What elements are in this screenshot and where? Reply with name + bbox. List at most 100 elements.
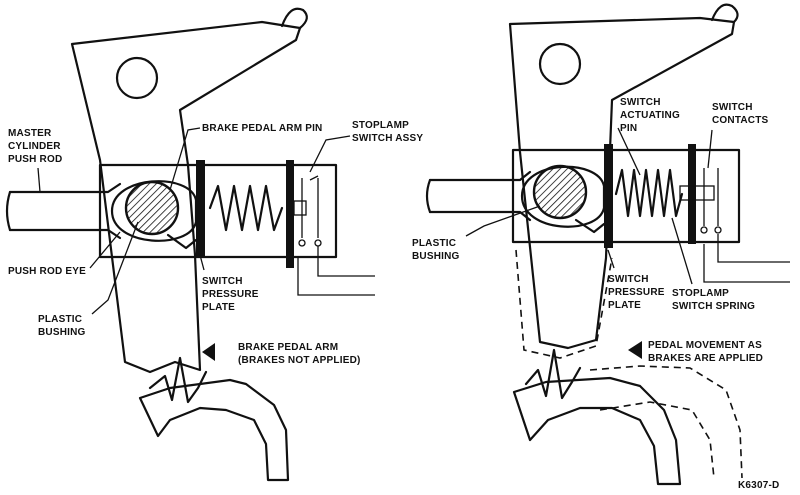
svg-text:PIN: PIN <box>620 123 637 134</box>
label-push-rod-eye: PUSH ROD EYE <box>8 266 86 277</box>
left-actuating-pin <box>293 200 307 216</box>
label-pedal-arm-l1: BRAKE PEDAL ARM <box>238 342 338 353</box>
right-push-rod <box>428 170 532 222</box>
svg-text:SWITCH: SWITCH <box>202 276 243 287</box>
label-stoplamp-assy-l2: SWITCH ASSY <box>352 133 423 144</box>
svg-text:SWITCH: SWITCH <box>608 274 649 285</box>
svg-text:PLATE: PLATE <box>202 302 235 313</box>
left-switch-contacts <box>301 178 319 238</box>
right-break-mark <box>524 348 582 400</box>
svg-text:SWITCH SPRING: SWITCH SPRING <box>672 301 755 312</box>
left-pedal-arm-pin <box>124 180 180 236</box>
label-switch-spring-l1: STOPLAMP <box>672 288 729 299</box>
svg-text:PLASTIC: PLASTIC <box>38 314 82 325</box>
right-switch-spring <box>614 168 684 218</box>
label-master-cylinder-l3: PUSH ROD <box>8 154 62 165</box>
right-pressure-plate <box>604 144 613 248</box>
leader-switch-contacts <box>707 129 713 169</box>
right-push-rod-end <box>425 178 432 214</box>
right-pedal-moved-outline <box>515 249 613 359</box>
label-actuating-pin-l2: ACTUATING <box>620 110 680 121</box>
left-bracket-tab <box>280 7 308 30</box>
label-switch-spring-l2: SWITCH SPRING <box>672 301 755 312</box>
svg-text:(BRAKES NOT APPLIED): (BRAKES NOT APPLIED) <box>238 355 361 366</box>
svg-text:K6307-D: K6307-D <box>738 480 779 491</box>
left-eye-notch <box>166 233 198 250</box>
label-pressure-plate-l1: SWITCH <box>202 276 243 287</box>
leader-push-rod-eye <box>89 231 121 269</box>
label-master-cylinder-l2: CYLINDER <box>8 141 61 152</box>
label-pressure-plate-l2: PRESSURE <box>202 289 259 300</box>
right-eye-notch <box>574 218 606 234</box>
label-plastic-bushing-l1: PLASTIC <box>38 314 82 325</box>
label-plastic-bushing-l2: BUSHING <box>38 327 86 338</box>
svg-text:BUSHING: BUSHING <box>412 251 460 262</box>
right-pivot-hole <box>538 42 582 86</box>
left-pivot-hole <box>115 56 159 100</box>
left-pressure-plate <box>196 160 205 258</box>
label-pressure-plate-l3: PLATE <box>202 302 235 313</box>
left-panel-labels: MASTER CYLINDER PUSH ROD BRAKE PEDAL ARM… <box>8 120 423 366</box>
label-pedal-movement-l2: BRAKES ARE APPLIED <box>648 353 763 364</box>
leader-actuating-pin <box>617 127 641 176</box>
right-switch-wiring <box>703 234 790 283</box>
leader-right-pressure-plate <box>607 249 615 269</box>
svg-text:BUSHING: BUSHING <box>38 327 86 338</box>
left-arrow-icon <box>202 343 215 361</box>
leader-stoplamp-assy <box>309 135 351 173</box>
svg-text:PUSH ROD: PUSH ROD <box>8 154 62 165</box>
leader-pedal-arm-pin <box>169 127 201 191</box>
right-contact-plate <box>688 144 696 244</box>
right-actuating-pin <box>679 185 715 201</box>
left-break-mark <box>148 356 208 404</box>
svg-text:BRAKE PEDAL ARM PIN: BRAKE PEDAL ARM PIN <box>202 123 322 134</box>
label-right-plastic-bushing-l1: PLASTIC <box>412 238 456 249</box>
label-stoplamp-assy-l1: STOPLAMP <box>352 120 409 131</box>
svg-text:PRESSURE: PRESSURE <box>608 287 665 298</box>
svg-text:SWITCH: SWITCH <box>620 97 661 108</box>
left-pedal-arm-lower <box>138 378 290 482</box>
right-pedal-arm-lower <box>512 376 682 486</box>
svg-text:PUSH ROD EYE: PUSH ROD EYE <box>8 266 86 277</box>
label-master-cylinder-l1: MASTER <box>8 128 52 139</box>
leader-pressure-plate <box>199 254 205 271</box>
svg-text:ACTUATING: ACTUATING <box>620 110 680 121</box>
label-right-plastic-bushing-l2: BUSHING <box>412 251 460 262</box>
right-arrow-icon <box>628 341 642 359</box>
left-switch-spring <box>208 184 284 232</box>
right-bracket-tab <box>710 3 739 24</box>
left-push-rod-end <box>5 190 12 232</box>
svg-text:PLATE: PLATE <box>608 300 641 311</box>
label-pedal-arm-pin: BRAKE PEDAL ARM PIN <box>202 123 322 134</box>
svg-text:MASTER: MASTER <box>8 128 52 139</box>
label-actuating-pin-l3: PIN <box>620 123 637 134</box>
label-right-pressure-plate-l2: PRESSURE <box>608 287 665 298</box>
svg-text:STOPLAMP: STOPLAMP <box>672 288 729 299</box>
label-right-pressure-plate-l1: SWITCH <box>608 274 649 285</box>
right-switch-contacts <box>703 168 719 226</box>
left-contact-plate <box>286 160 294 268</box>
left-push-rod <box>8 182 122 240</box>
svg-text:SWITCH ASSY: SWITCH ASSY <box>352 133 423 144</box>
leader-switch-spring <box>671 217 693 285</box>
svg-text:SWITCH: SWITCH <box>712 102 753 113</box>
svg-text:STOPLAMP: STOPLAMP <box>352 120 409 131</box>
svg-text:BRAKE PEDAL ARM: BRAKE PEDAL ARM <box>238 342 338 353</box>
svg-text:PLASTIC: PLASTIC <box>412 238 456 249</box>
right-panel-illustration <box>425 3 790 486</box>
label-switch-contacts-l1: SWITCH <box>712 102 753 113</box>
label-switch-contacts-l2: CONTACTS <box>712 115 769 126</box>
label-actuating-pin-l1: SWITCH <box>620 97 661 108</box>
label-right-pressure-plate-l3: PLATE <box>608 300 641 311</box>
left-switch-housing <box>98 163 338 259</box>
svg-text:PRESSURE: PRESSURE <box>202 289 259 300</box>
svg-text:BRAKES ARE APPLIED: BRAKES ARE APPLIED <box>648 353 763 364</box>
leader-plastic-bushing <box>91 221 139 315</box>
left-panel-illustration <box>5 7 375 482</box>
left-pedal-bracket <box>70 20 302 374</box>
leader-master-cylinder <box>37 167 41 193</box>
figure-code: K6307-D <box>738 480 779 491</box>
right-pedal-moved-lower <box>589 365 743 479</box>
